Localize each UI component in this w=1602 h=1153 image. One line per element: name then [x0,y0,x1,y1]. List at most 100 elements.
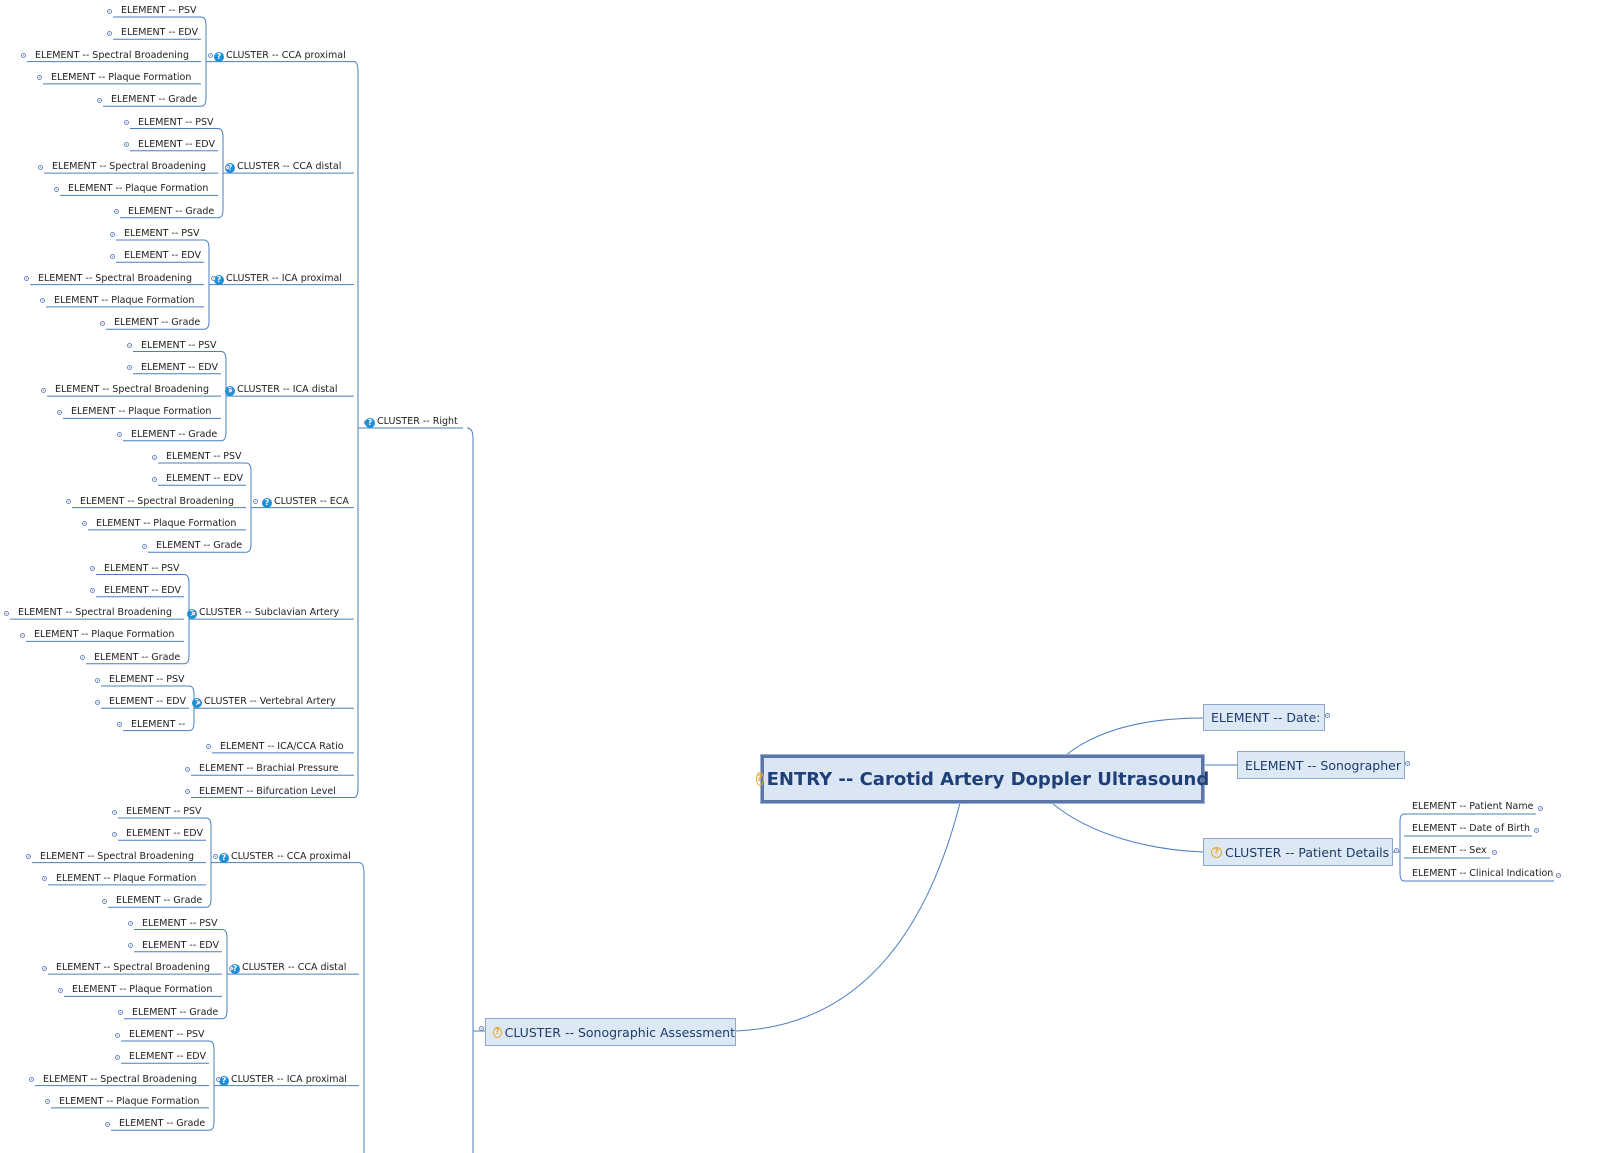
element-node[interactable]: ELEMENT -- Spectral Broadening [40,850,194,863]
expand-toggle-icon[interactable] [190,610,196,616]
element-node[interactable]: ELEMENT -- Grade [119,1117,205,1130]
patient-details-cluster-node[interactable]: ?CLUSTER -- Patient Details [1203,838,1393,866]
expand-toggle-icon[interactable] [151,454,157,460]
expand-toggle-icon[interactable] [28,1077,34,1083]
element-node[interactable]: ELEMENT -- Grade [156,539,242,552]
expand-toggle-icon[interactable] [41,965,47,971]
element-node[interactable]: ELEMENT -- EDV [141,361,218,374]
expand-toggle-icon[interactable] [39,298,45,304]
expand-toggle-icon[interactable] [126,365,132,371]
cluster-node[interactable]: ?CLUSTER -- ICA proximal [219,1073,347,1086]
element-node[interactable]: ELEMENT -- Grade [128,205,214,218]
expand-toggle-icon[interactable] [44,1099,50,1105]
expand-toggle-icon[interactable] [141,543,147,549]
expand-toggle-icon[interactable] [1491,849,1497,855]
expand-toggle-icon[interactable] [111,831,117,837]
expand-toggle-icon[interactable] [207,53,213,59]
element-node[interactable]: ELEMENT -- Grade [114,316,200,329]
expand-toggle-icon[interactable] [127,943,133,949]
element-node[interactable]: ELEMENT -- Spectral Broadening [43,1073,197,1086]
element-node[interactable]: ELEMENT -- Spectral Broadening [38,272,192,285]
element-node[interactable]: ELEMENT -- [131,718,185,731]
expand-toggle-icon[interactable] [89,588,95,594]
element-node[interactable]: ELEMENT -- Grade [94,651,180,664]
expand-toggle-icon[interactable] [1555,872,1561,878]
element-node[interactable]: ELEMENT -- PSV [121,4,197,17]
element-node[interactable]: ELEMENT -- Grade [132,1006,218,1019]
element-node[interactable]: ELEMENT -- Spectral Broadening [35,49,189,62]
element-node[interactable]: ELEMENT -- Plaque Formation [59,1095,199,1108]
expand-toggle-icon[interactable] [23,276,29,282]
expand-toggle-icon[interactable] [1324,712,1330,718]
patient-detail-element[interactable]: ELEMENT -- Sex [1412,844,1487,857]
expand-toggle-icon[interactable] [184,789,190,794]
expand-toggle-icon[interactable] [1533,827,1539,833]
element-node[interactable]: ELEMENT -- EDV [142,939,219,952]
sonographer-element-node[interactable]: ELEMENT -- Sonographer [1237,751,1405,779]
expand-toggle-icon[interactable] [212,854,218,860]
cluster-node[interactable]: ?CLUSTER -- CCA distal [230,961,346,975]
expand-toggle-icon[interactable] [106,8,112,14]
expand-toggle-icon[interactable] [106,30,112,36]
element-node[interactable]: ELEMENT -- Bifurcation Level [199,785,336,798]
element-node[interactable]: ELEMENT -- Grade [111,93,197,106]
element-node[interactable]: ELEMENT -- Plaque Formation [34,628,174,641]
expand-toggle-icon[interactable] [89,566,95,571]
element-node[interactable]: ELEMENT -- EDV [129,1050,206,1063]
cluster-node[interactable]: ?CLUSTER -- CCA distal [225,160,341,174]
cluster-node[interactable]: ?CLUSTER -- CCA proximal [219,850,351,863]
element-node[interactable]: ELEMENT -- Plaque Formation [71,405,211,418]
expand-toggle-icon[interactable] [81,521,87,527]
cluster-node[interactable]: ?CLUSTER -- ICA proximal [214,272,342,285]
element-node[interactable]: ELEMENT -- Brachial Pressure [199,762,338,775]
expand-toggle-icon[interactable] [1404,760,1410,766]
element-node[interactable]: ELEMENT -- EDV [121,26,198,39]
element-node[interactable]: ELEMENT -- Plaque Formation [72,983,212,996]
cluster-node[interactable]: ?CLUSTER -- Subclavian Artery [187,606,339,620]
expand-toggle-icon[interactable] [40,387,46,393]
expand-toggle-icon[interactable] [116,432,122,438]
element-node[interactable]: ELEMENT -- Plaque Formation [51,71,191,84]
expand-toggle-icon[interactable] [117,1010,123,1016]
element-node[interactable]: ELEMENT -- PSV [109,673,185,686]
element-node[interactable]: ELEMENT -- Plaque Formation [68,182,208,195]
expand-toggle-icon[interactable] [57,987,63,993]
cluster-right-node[interactable]: ?CLUSTER -- Right [365,415,458,428]
expand-toggle-icon[interactable] [56,409,62,415]
expand-toggle-icon[interactable] [205,744,211,750]
expand-toggle-icon[interactable] [104,1121,110,1127]
expand-toggle-icon[interactable] [19,632,25,638]
element-node[interactable]: ELEMENT -- Plaque Formation [96,517,236,530]
expand-toggle-icon[interactable] [224,164,230,170]
element-node[interactable]: ELEMENT -- PSV [142,917,218,930]
element-node[interactable]: ELEMENT -- PSV [129,1028,205,1041]
date-element-node[interactable]: ELEMENT -- Date: [1203,704,1325,731]
cluster-node[interactable]: ?CLUSTER -- ECA [262,495,349,508]
expand-toggle-icon[interactable] [99,320,105,326]
cluster-node[interactable]: ?CLUSTER -- CCA proximal [214,49,346,62]
element-node[interactable]: ELEMENT -- PSV [126,805,202,818]
expand-toggle-icon[interactable] [184,766,190,772]
element-node[interactable]: ELEMENT -- Spectral Broadening [80,495,234,508]
expand-toggle-icon[interactable] [114,1054,120,1060]
element-node[interactable]: ELEMENT -- Spectral Broadening [18,606,172,619]
patient-detail-element[interactable]: ELEMENT -- Patient Name [1412,800,1533,813]
expand-toggle-icon[interactable] [114,1032,120,1038]
expand-toggle-icon[interactable] [116,722,122,728]
expand-toggle-icon[interactable] [252,499,258,505]
element-node[interactable]: ELEMENT -- PSV [166,450,242,463]
element-node[interactable]: ELEMENT -- Grade [131,428,217,441]
expand-toggle-icon[interactable] [127,921,133,926]
element-node[interactable]: ELEMENT -- ICA/CCA Ratio [220,740,344,753]
expand-toggle-icon[interactable] [37,164,43,170]
expand-toggle-icon[interactable] [478,1025,484,1031]
expand-toggle-icon[interactable] [96,97,102,103]
sonographic-assessment-node[interactable]: ?CLUSTER -- Sonographic Assessment [485,1018,736,1046]
expand-toggle-icon[interactable] [228,965,234,971]
expand-toggle-icon[interactable] [20,53,26,59]
element-node[interactable]: ELEMENT -- Spectral Broadening [52,160,206,173]
expand-toggle-icon[interactable] [25,854,31,860]
expand-toggle-icon[interactable] [41,876,47,882]
expand-toggle-icon[interactable] [113,209,119,215]
expand-toggle-icon[interactable] [1537,805,1543,811]
